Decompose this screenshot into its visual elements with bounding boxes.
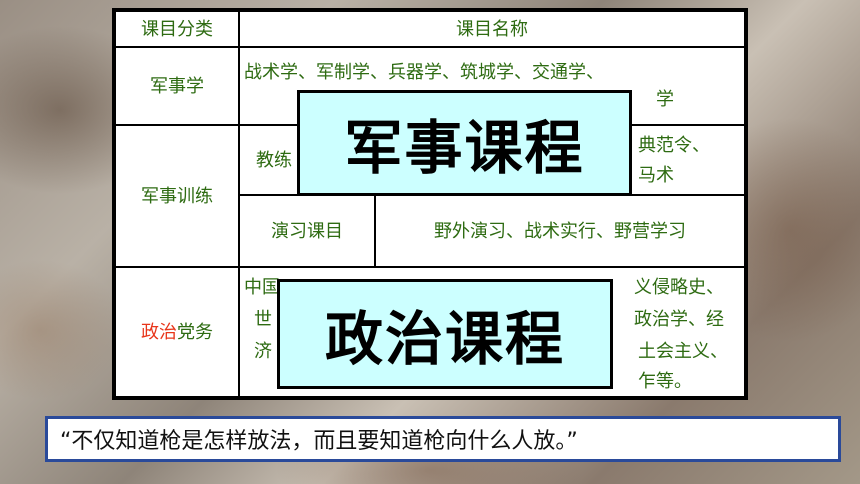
overlay-politics-course: 政治课程 [277,279,613,389]
politics-red-text: 政治 [141,321,177,343]
politics-line-a: 中国 [244,277,280,298]
politics-line-d: 政治学、经 [634,309,724,330]
quote-text: “不仅知道枪是怎样放法，而且要知道枪向什么人放。” [60,429,578,454]
military-science-line2: 学 [656,89,674,110]
politics-line-g: 乍等。 [638,371,692,392]
politics-line-f: 土会主义、 [638,341,728,362]
row-category-military-training: 军事训练 [115,125,239,267]
politics-line-c: 世 [254,309,272,330]
politics-line-e: 济 [254,341,272,362]
row-category-military-science: 军事学 [115,47,239,125]
header-name: 课目名称 [239,11,745,47]
politics-line-b: 义侵略史、 [634,277,724,298]
overlay-military-course: 军事课程 [297,90,632,196]
training-sub1-right: 典范令、 [638,135,710,156]
curriculum-table: 课目分类 课目名称 军事学 战术学、军制学、兵器学、筑城学、交通学、 学 军事训… [112,8,748,400]
training-sub2-label: 演习课目 [239,195,375,267]
header-category: 课目分类 [115,11,239,47]
training-sub1-right2: 马术 [638,165,674,186]
politics-green-text: 党务 [177,321,213,343]
military-science-line1: 战术学、军制学、兵器学、筑城学、交通学、 [244,62,604,83]
row-category-politics: 政治党务 [115,267,239,397]
training-sub1-label: 教练 [256,149,292,171]
training-sub2-content: 野外演习、战术实行、野营学习 [375,195,745,267]
row-content-politics: 中国 义侵略史、 世 政治学、经 济 土会主义、 乍等。 [239,267,745,397]
quote-box: “不仅知道枪是怎样放法，而且要知道枪向什么人放。” [45,416,841,462]
